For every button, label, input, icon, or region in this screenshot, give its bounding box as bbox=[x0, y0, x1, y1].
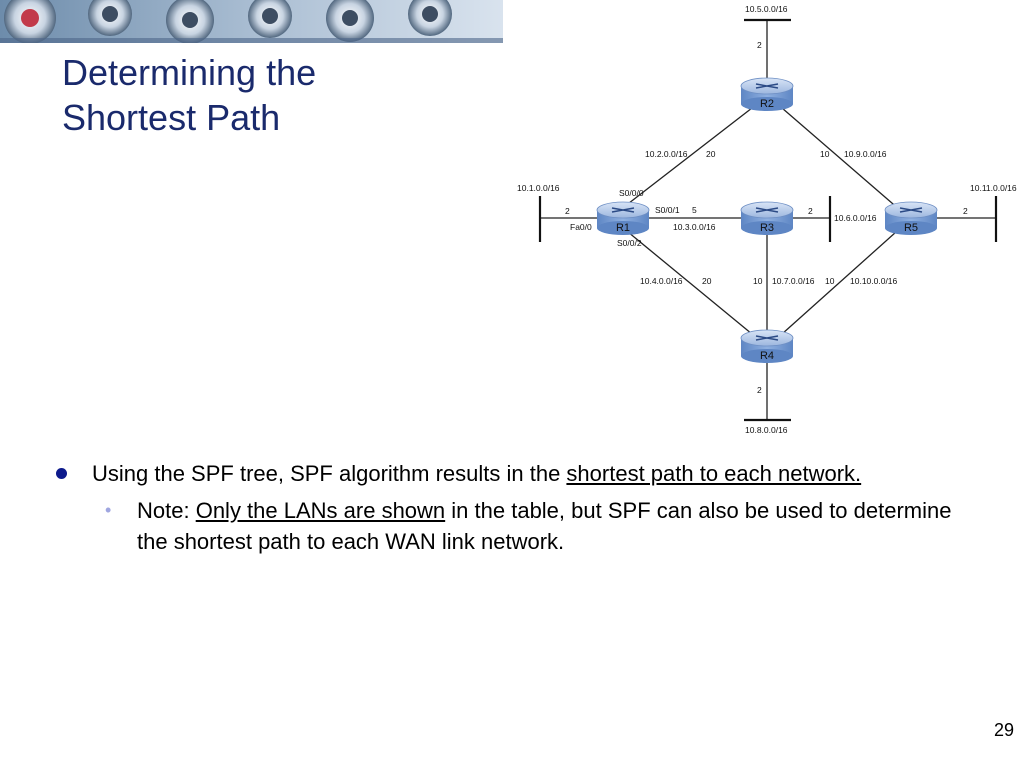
router-r5 bbox=[884, 201, 938, 235]
router-r4-label: R4 bbox=[760, 350, 774, 362]
router-r5-label: R5 bbox=[904, 222, 918, 234]
header-banner-image bbox=[0, 0, 503, 43]
cost-label-r5-lan: 2 bbox=[963, 206, 968, 216]
sub-bullet-1-prefix: Note: bbox=[137, 498, 196, 523]
cost-label-r1-r4: 20 bbox=[702, 276, 712, 286]
network-label-10-4: 10.4.0.0/16 bbox=[640, 276, 683, 286]
cost-label-r4-lan: 2 bbox=[757, 385, 762, 395]
slide-body: Using the SPF tree, SPF algorithm result… bbox=[55, 458, 955, 557]
network-label-10-6: 10.6.0.0/16 bbox=[834, 213, 877, 223]
bullet-dot-icon bbox=[56, 468, 67, 479]
cost-label-r3-r4: 10 bbox=[753, 276, 763, 286]
link-r2-r5 bbox=[781, 107, 901, 211]
slide-title-line-2: Shortest Path bbox=[62, 97, 281, 138]
slide-title-line-1: Determining the bbox=[62, 52, 317, 93]
network-label-10-7: 10.7.0.0/16 bbox=[772, 276, 815, 286]
page-number: 29 bbox=[993, 720, 1014, 740]
cost-label-r2-r5: 10 bbox=[820, 149, 830, 159]
network-label-10-1: 10.1.0.0/16 bbox=[517, 183, 560, 193]
interface-label-s000: S0/0/0 bbox=[619, 188, 644, 198]
bullet-1-underlined-text: shortest path to each network. bbox=[566, 461, 862, 486]
network-label-10-9: 10.9.0.0/16 bbox=[844, 149, 887, 159]
bullet-1-text: Using the SPF tree, SPF algorithm result… bbox=[92, 461, 567, 486]
link-r1-r2 bbox=[619, 107, 753, 211]
cost-label-r4-r5: 10 bbox=[825, 276, 835, 286]
cost-label-r1-r2: 20 bbox=[706, 149, 716, 159]
router-r3 bbox=[740, 201, 794, 235]
router-r3-label: R3 bbox=[760, 222, 774, 234]
router-r1 bbox=[596, 201, 650, 235]
router-r2 bbox=[740, 77, 794, 111]
link-r4-r5 bbox=[781, 231, 897, 335]
router-r2-label: R2 bbox=[760, 98, 774, 110]
network-topology-diagram: R2 R1 R3 R5 R4 10.5.0.0/16 10.2.0.0/16 1… bbox=[505, 0, 1024, 440]
network-label-10-10: 10.10.0.0/16 bbox=[850, 276, 898, 286]
sub-bullet-1-underlined-text: Only the LANs are shown bbox=[195, 498, 446, 523]
interface-label-s001: S0/0/1 bbox=[655, 205, 680, 215]
cost-label-r3-lan: 2 bbox=[808, 206, 813, 216]
router-r1-label: R1 bbox=[616, 222, 630, 234]
sub-bullet-item-1: • Note: Only the LANs are shown in the t… bbox=[55, 495, 955, 557]
cost-label-r1-r3: 5 bbox=[692, 205, 697, 215]
sub-bullet-1-text: in the table, but SPF can also be used t… bbox=[137, 498, 952, 554]
interface-label-s002: S0/0/2 bbox=[617, 238, 642, 248]
network-label-10-3: 10.3.0.0/16 bbox=[673, 222, 716, 232]
cost-label-r1-lan: 2 bbox=[565, 206, 570, 216]
router-r4 bbox=[740, 329, 794, 363]
cost-label-r2-lan: 2 bbox=[757, 40, 762, 50]
sub-bullet-dot-icon: • bbox=[105, 500, 112, 520]
network-label-10-2: 10.2.0.0/16 bbox=[645, 149, 688, 159]
interface-label-fa00: Fa0/0 bbox=[570, 222, 592, 232]
bullet-item-1: Using the SPF tree, SPF algorithm result… bbox=[55, 458, 955, 489]
network-label-10-8: 10.8.0.0/16 bbox=[745, 425, 788, 435]
slide-title: Determining the Shortest Path bbox=[62, 50, 482, 140]
network-label-10-11: 10.11.0.0/16 bbox=[970, 183, 1017, 193]
link-r1-r4 bbox=[627, 231, 753, 335]
network-label-10-5: 10.5.0.0/16 bbox=[745, 4, 788, 14]
